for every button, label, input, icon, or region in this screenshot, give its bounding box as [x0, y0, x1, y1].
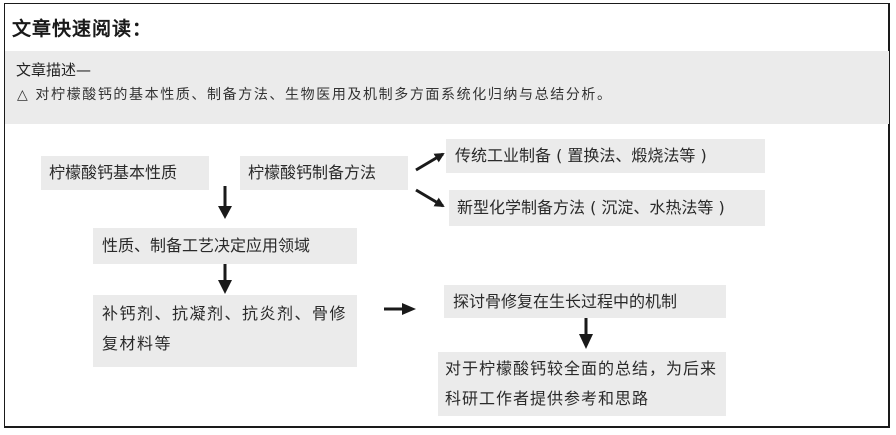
node-traditional-industrial: 传统工业制备 ( 置换法、煅烧法等 ) — [446, 139, 765, 173]
node-preparation-methods: 柠檬酸钙制备方法 — [240, 156, 408, 190]
description-text: △ 对柠檬酸钙的基本性质、制备方法、生物医用及机制多方面系统化归纳与总结分析。 — [17, 87, 613, 103]
node-label: 新型化学制备方法 ( 沉淀、水热法等 ) — [457, 198, 725, 217]
node-label: 探讨骨修复在生长过程中的机制 — [453, 292, 678, 311]
node-mechanism: 探讨骨修复在生长过程中的机制 — [444, 285, 726, 318]
node-label: 对于柠檬酸钙较全面的总结，为后来科研工作者提供参考和思路 — [445, 359, 718, 408]
node-label: 补钙剂、抗凝剂、抗炎剂、骨修复材料等 — [102, 304, 348, 353]
node-determine-applications: 性质、制备工艺决定应用领域 — [93, 228, 357, 264]
node-new-chemical: 新型化学制备方法 ( 沉淀、水热法等 ) — [449, 190, 765, 226]
node-summary: 对于柠檬酸钙较全面的总结，为后来科研工作者提供参考和思路 — [438, 352, 726, 416]
node-applications: 补钙剂、抗凝剂、抗炎剂、骨修复材料等 — [93, 295, 357, 367]
page-title: 文章快速阅读： — [12, 18, 153, 40]
node-label: 性质、制备工艺决定应用领域 — [102, 236, 311, 255]
description-label: 文章描述— — [16, 61, 92, 79]
diagram-frame — [4, 3, 890, 428]
node-label: 柠檬酸钙基本性质 — [49, 163, 178, 182]
node-label: 传统工业制备 ( 置换法、煅烧法等 ) — [455, 146, 707, 165]
node-label: 柠檬酸钙制备方法 — [248, 163, 377, 182]
node-basic-properties: 柠檬酸钙基本性质 — [41, 156, 209, 190]
description-panel: 文章描述— △ 对柠檬酸钙的基本性质、制备方法、生物医用及机制多方面系统化归纳与… — [5, 51, 889, 124]
